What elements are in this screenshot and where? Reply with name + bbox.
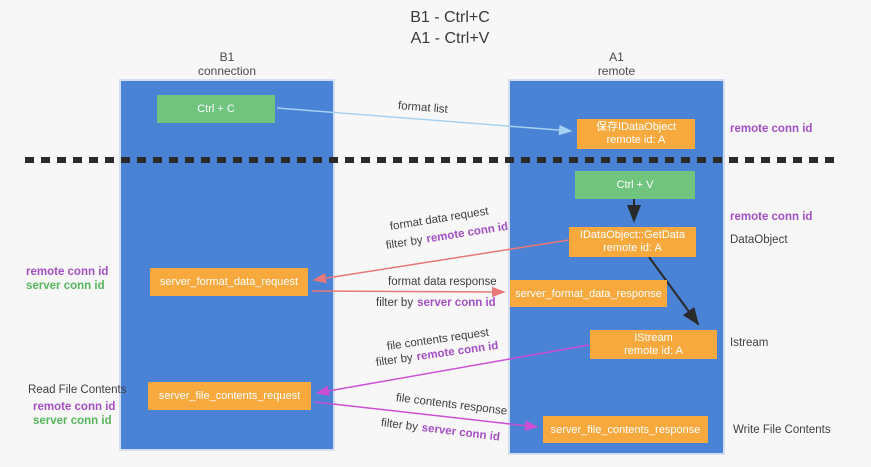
istream-box: IStream remote id: A — [590, 330, 717, 359]
server-conn-id-filter-value: server conn id — [421, 422, 501, 444]
ctrl-v-label: Ctrl + V — [616, 179, 654, 191]
server-conn-id-filter-value: server conn id — [417, 297, 496, 309]
server-file-contents-response-box: server_file_contents_response — [543, 416, 708, 443]
dataobject-label: DataObject — [730, 234, 788, 246]
save-dataobject-line1: 保存IDataObject — [595, 121, 677, 133]
write-file-contents-label: Write File Contents — [733, 424, 831, 436]
title-line-2: A1 - Ctrl+V — [410, 30, 490, 47]
getdata-box: IDataObject::GetData remote id: A — [569, 227, 696, 257]
right-column-name: A1 — [609, 50, 624, 64]
title-line-1: B1 - Ctrl+C — [410, 9, 490, 26]
server-file-contents-request-box: server_file_contents_request — [148, 382, 311, 410]
left-column-name: B1 — [219, 50, 235, 64]
istream-line1: IStream — [634, 331, 673, 344]
diagram-title: B1 - Ctrl+C A1 - Ctrl+V — [310, 7, 590, 49]
left-column-role: connection — [197, 64, 257, 78]
format-data-response-label: format data response — [388, 276, 497, 288]
format-data-response-arrow — [311, 286, 506, 298]
remote-conn-id-label-left-1: remote conn id — [26, 266, 109, 278]
ctrl-v-box: Ctrl + V — [575, 171, 695, 199]
server-conn-id-label-left-2: server conn id — [33, 415, 112, 427]
ctrl-c-label: Ctrl + C — [197, 103, 235, 115]
dashed-divider-line — [25, 157, 837, 163]
format-list-label: format list — [397, 100, 449, 116]
read-file-contents-label: Read File Contents — [28, 384, 127, 396]
ctrl-c-box: Ctrl + C — [157, 95, 275, 123]
save-dataobject-line2: remote id: A — [606, 134, 666, 146]
filter-by-text: filter by — [385, 234, 424, 252]
filter-by-text: filter by — [375, 351, 414, 369]
getdata-line1: IDataObject::GetData — [579, 229, 686, 241]
getdata-line2: remote id: A — [603, 242, 662, 254]
filter-by-text: filter by — [380, 417, 419, 434]
istream-line2: remote id: A — [624, 344, 683, 357]
right-column-role: remote — [597, 64, 636, 78]
istream-side-label: Istream — [730, 337, 769, 349]
remote-conn-id-label-top-right: remote conn id — [730, 123, 813, 135]
right-column-header: A1 remote — [508, 50, 725, 78]
remote-conn-id-label-left-2: remote conn id — [33, 401, 116, 413]
server-conn-id-label-left-1: server conn id — [26, 280, 105, 292]
server-format-data-response-label: server_format_data_response — [515, 287, 662, 300]
server-format-data-request-label: server_format_data_request — [159, 276, 299, 288]
file-contents-response-label: file contents response — [395, 392, 508, 418]
save-dataobject-box: 保存IDataObject remote id: A — [577, 119, 695, 149]
server-file-contents-request-label: server_file_contents_request — [158, 390, 301, 402]
server-format-data-response-box: server_format_data_response — [510, 280, 667, 307]
server-file-contents-response-label: server_file_contents_response — [550, 423, 701, 436]
server-format-data-request-box: server_format_data_request — [150, 268, 308, 296]
filter-by-text: filter by — [376, 297, 414, 309]
left-column-header: B1 connection — [119, 50, 335, 78]
remote-conn-id-label-mid-right: remote conn id — [730, 211, 813, 223]
